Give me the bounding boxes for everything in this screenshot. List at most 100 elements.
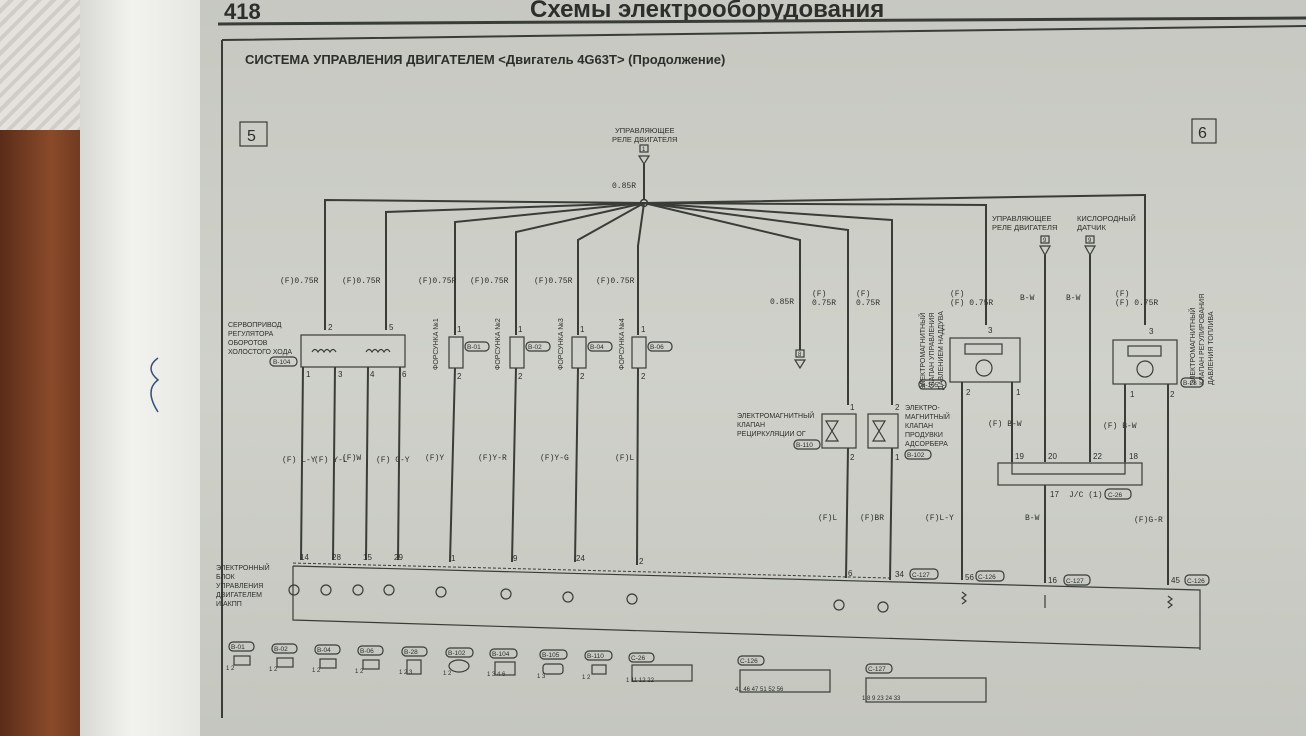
- connector-arrow-icon: [637, 155, 651, 166]
- svg-text:(F)Y: (F)Y: [425, 454, 444, 463]
- svg-text:C-127: C-127: [1066, 578, 1084, 585]
- svg-text:0.75R: 0.75R: [812, 299, 836, 308]
- svg-text:2: 2: [328, 323, 333, 332]
- svg-text:(F)Y-R: (F)Y-R: [478, 454, 507, 463]
- fuel-pressure-solenoid-valve: ЭЛЕКТРОМАГНИТНЫЙ КЛАПАН РЕГУЛИРОВАНИЯ ДА…: [1103, 290, 1215, 586]
- svg-text:ФОРСУНКА №2: ФОРСУНКА №2: [495, 318, 502, 370]
- sheet-ref-box-5: [239, 121, 268, 147]
- sheet-ref-6: 6: [1198, 125, 1207, 142]
- svg-text:(F)0.75R: (F)0.75R: [418, 277, 457, 286]
- svg-text:20: 20: [1048, 452, 1057, 461]
- svg-text:(F)L: (F)L: [818, 514, 837, 523]
- svg-text:АДСОРБЕРА: АДСОРБЕРА: [905, 441, 948, 448]
- svg-text:РЕЦИРКУЛЯЦИИ ОГ: РЕЦИРКУЛЯЦИИ ОГ: [737, 431, 806, 438]
- svg-text:(F): (F): [950, 290, 964, 299]
- svg-text:КЛАПАН: КЛАПАН: [737, 422, 765, 429]
- svg-text:ЭЛЕКТРО-: ЭЛЕКТРО-: [905, 405, 940, 412]
- svg-text:0.85R: 0.85R: [612, 182, 636, 191]
- svg-text:ДАВЛЕНИЯ ТОПЛИВА: ДАВЛЕНИЯ ТОПЛИВА: [1208, 311, 1215, 385]
- svg-text:0.85R: 0.85R: [770, 298, 794, 307]
- page-number: 418: [224, 0, 261, 24]
- svg-text:6: 6: [848, 569, 853, 578]
- svg-text:34: 34: [895, 570, 904, 579]
- svg-text:2: 2: [1170, 390, 1175, 399]
- svg-text:1: 1: [518, 325, 523, 334]
- svg-text:(F)0.75R: (F)0.75R: [534, 277, 573, 286]
- idle-speed-servo: СЕРВОПРИВОД РЕГУЛЯТОРА ОБОРОТОВ ХОЛОСТОГ…: [228, 277, 410, 562]
- svg-text:B-102: B-102: [448, 650, 466, 657]
- diagram-frame: [221, 25, 1306, 718]
- svg-text:КЛАПАН РЕГУЛИРОВАНИЯ: КЛАПАН РЕГУЛИРОВАНИЯ: [1199, 294, 1206, 385]
- oxygen-sensor: КИСЛОРОДНЫЙ ДАТЧИК 9 B-W: [1066, 214, 1136, 462]
- section-title: Схемы электрооборудования: [530, 0, 884, 23]
- svg-text:16: 16: [1048, 576, 1057, 585]
- svg-text:0.75R: 0.75R: [856, 299, 880, 308]
- svg-text:9: 9: [513, 554, 518, 563]
- svg-text:B-105: B-105: [542, 652, 560, 659]
- svg-text:B-104: B-104: [492, 651, 510, 658]
- connector-badge: [793, 439, 821, 450]
- svg-text:3: 3: [338, 370, 343, 379]
- svg-text:B-104: B-104: [273, 359, 291, 366]
- svg-text:1: 1: [850, 403, 855, 412]
- svg-text:14: 14: [300, 553, 309, 562]
- svg-text:1: 1: [895, 453, 900, 462]
- svg-text:B-06: B-06: [360, 648, 374, 655]
- svg-text:СЕРВОПРИВОД: СЕРВОПРИВОД: [228, 322, 282, 329]
- svg-text:6: 6: [402, 370, 407, 379]
- svg-text:C-127: C-127: [868, 666, 886, 673]
- connector-badge: [1180, 377, 1204, 388]
- svg-text:3: 3: [1149, 327, 1154, 336]
- purge-solenoid-valve: ЭЛЕКТРО- МАГНИТНЫЙ КЛАПАН ПРОДУВКИ АДСОР…: [856, 290, 950, 581]
- transistor-icons: [288, 584, 1173, 613]
- connector-badge: [269, 356, 298, 367]
- svg-text:(F)G-R: (F)G-R: [1134, 516, 1163, 525]
- engine-relay-right: УПРАВЛЯЮЩЕЕ РЕЛЕ ДВИГАТЕЛЯ 9 B-W: [992, 214, 1057, 462]
- svg-text:(F): (F): [856, 290, 870, 299]
- svg-text:1 2: 1 2: [443, 671, 452, 677]
- coil-icon: [311, 348, 391, 354]
- svg-text:(F) G-Y: (F) G-Y: [376, 456, 410, 465]
- svg-text:1: 1: [1130, 390, 1135, 399]
- injector-1: ФОРСУНКА №1 B-01 1 2 (F)0.75R (F)Y 1: [418, 277, 490, 563]
- svg-text:C-126: C-126: [1187, 578, 1205, 585]
- svg-text:B-04: B-04: [317, 647, 331, 654]
- svg-text:(F)BR: (F)BR: [860, 514, 884, 523]
- svg-text:C-26: C-26: [1108, 492, 1122, 499]
- svg-text:(F) 0.75R: (F) 0.75R: [950, 299, 993, 308]
- svg-text:(F)W: (F)W: [342, 454, 361, 463]
- svg-text:2: 2: [850, 453, 855, 462]
- svg-text:1: 1: [306, 370, 311, 379]
- svg-text:УПРАВЛЯЮЩЕЕ: УПРАВЛЯЮЩЕЕ: [615, 126, 675, 135]
- svg-text:B-28: B-28: [1183, 380, 1197, 387]
- svg-text:1 2: 1 2: [269, 667, 278, 673]
- svg-text:ФОРСУНКА №4: ФОРСУНКА №4: [619, 318, 626, 370]
- svg-text:2: 2: [895, 403, 900, 412]
- connector-badge: [904, 449, 932, 460]
- svg-text:1: 1: [1016, 388, 1021, 397]
- valve-icon: [824, 420, 840, 442]
- svg-text:ЭЛЕКТРОМАГНИТНЫЙ: ЭЛЕКТРОМАГНИТНЫЙ: [918, 313, 927, 390]
- svg-text:B-01: B-01: [231, 644, 245, 651]
- svg-text:(F) L-Y: (F) L-Y: [282, 456, 316, 465]
- svg-text:1: 1: [580, 325, 585, 334]
- egr-solenoid-valve: ЭЛЕКТРОМАГНИТНЫЙ КЛАПАН РЕЦИРКУЛЯЦИИ ОГ …: [737, 290, 857, 579]
- svg-text:ЭЛЕКТРОМАГНИТНЫЙ: ЭЛЕКТРОМАГНИТНЫЙ: [737, 411, 814, 420]
- svg-text:B-102: B-102: [907, 452, 925, 459]
- svg-text:(F)0.75R: (F)0.75R: [470, 277, 509, 286]
- svg-text:ФОРСУНКА №3: ФОРСУНКА №3: [558, 318, 565, 370]
- svg-text:B-04: B-04: [590, 344, 604, 351]
- injector-4: ФОРСУНКА №4 B-06 1 2 (F)0.75R (F)L 2: [596, 277, 673, 566]
- svg-text:(F)L-Y: (F)L-Y: [925, 514, 954, 523]
- svg-text:РЕЛЕ ДВИГАТЕЛЯ: РЕЛЕ ДВИГАТЕЛЯ: [612, 135, 677, 144]
- connector-badge: [975, 570, 1005, 582]
- svg-text:КИСЛОРОДНЫЙ: КИСЛОРОДНЫЙ: [1077, 214, 1136, 223]
- svg-text:4: 4: [370, 370, 375, 379]
- svg-text:28: 28: [332, 553, 341, 562]
- connector-badge: [1104, 488, 1132, 500]
- svg-text:КЛАПАН УПРАВЛЕНИЯ: КЛАПАН УПРАВЛЕНИЯ: [929, 313, 936, 390]
- svg-text:(F): (F): [812, 290, 826, 299]
- svg-text:1: 1: [457, 325, 462, 334]
- svg-text:(F) Y-L: (F) Y-L: [314, 456, 348, 465]
- svg-text:9: 9: [1088, 238, 1092, 244]
